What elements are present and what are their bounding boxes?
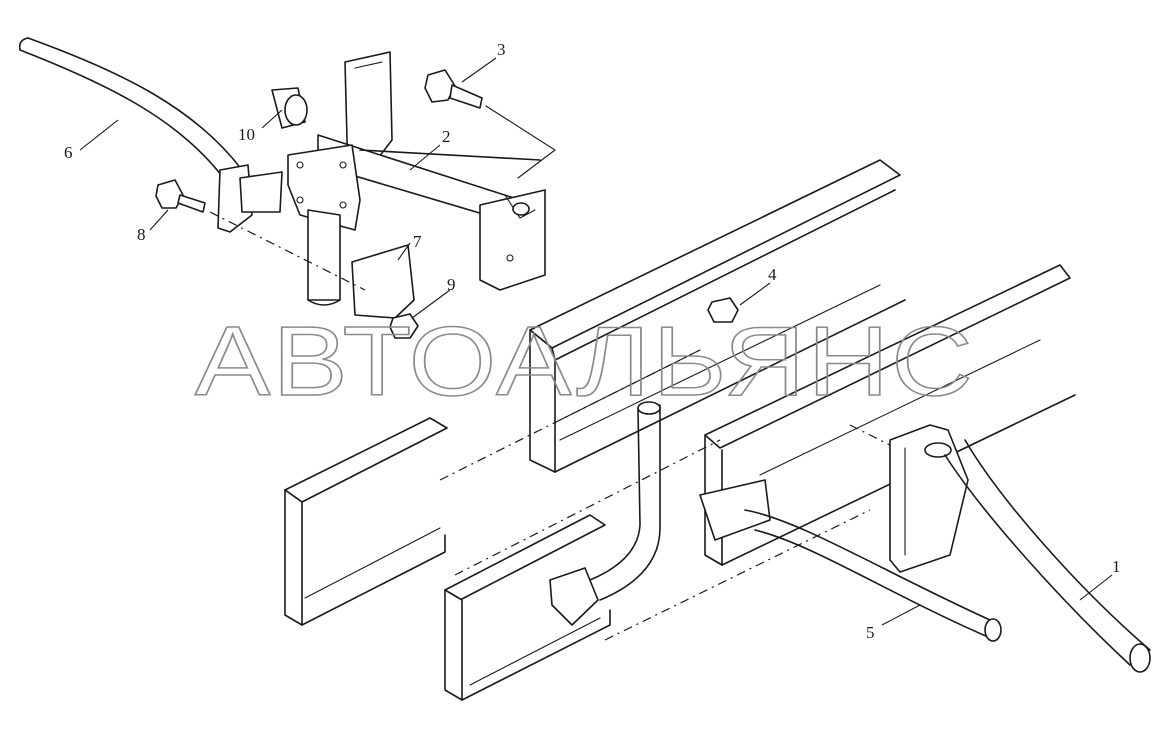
part-3-bolt [424,69,556,179]
leader-5 [881,604,921,626]
callout-8: 8 [137,225,146,244]
leader-1 [1079,574,1113,601]
callout-6: 6 [64,143,73,162]
callout-7: 7 [413,232,422,251]
callout-4: 4 [768,265,777,284]
part-7-bracket [351,244,415,319]
callout-9: 9 [447,275,456,294]
frame-rail-left [529,159,906,473]
part-8-bolt [155,179,366,291]
callout-10: 10 [238,125,255,144]
part-10-clip [271,87,308,129]
riser-pipe [549,401,661,626]
watermark-text: АВТОАЛЬЯНС [195,306,975,416]
part-4-nut [707,297,739,323]
part-9-nut [389,313,419,339]
leader-7 [397,242,411,261]
part-1-hanger-pipe [849,424,1151,673]
hidden-centerline [604,509,871,641]
leader-9 [411,289,451,319]
part-6-pipe [18,37,283,233]
callout-1: 1 [1112,557,1121,576]
frame-rail-right [704,264,1076,566]
frame-crossmember [284,417,611,701]
hidden-centerline [454,439,721,576]
callout-3: 3 [497,40,506,59]
leader-10 [261,109,283,129]
leader-3 [461,57,497,83]
part-2-support [287,51,546,306]
callout-5: 5 [866,623,875,642]
hidden-centerline [439,349,701,481]
part-5-pipe [699,479,1002,642]
leader-2 [409,144,441,171]
callout-2: 2 [442,127,451,146]
leader-4 [739,282,771,306]
leader-6 [79,119,119,151]
leader-8 [149,209,169,231]
